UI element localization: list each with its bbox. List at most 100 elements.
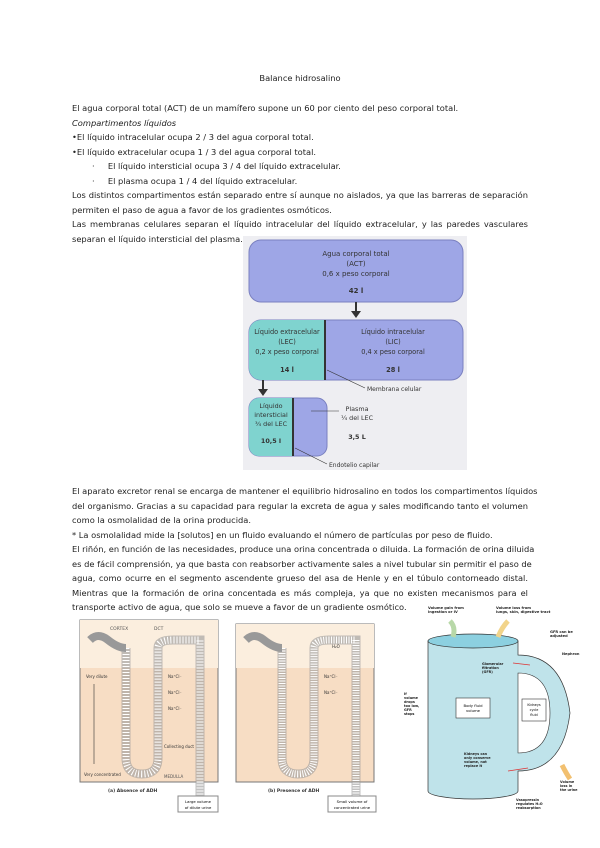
- body-fluid-label: Body fluid: [463, 703, 483, 708]
- interstitial-label: Líquido: [259, 402, 282, 410]
- paragraph-line: El agua corporal total (ACT) de un mamíf…: [72, 103, 459, 113]
- output-a-label-2: of dilute urine: [185, 805, 212, 810]
- flow-arrow-icon: [507, 767, 529, 772]
- paragraph-line: Los distintos compartimentos están separ…: [72, 190, 528, 200]
- sub-bullet-text: El líquido intersticial ocupa 3 / 4 del …: [107, 161, 341, 171]
- urine-label-3: the urine: [560, 788, 578, 792]
- medulla-label: MEDULLA: [164, 774, 184, 779]
- nacl-label: Na⁺Cl⁻: [324, 674, 338, 679]
- vasopressin-label: Vasopressin: [516, 798, 540, 802]
- bullet-item: •El líquido extracelular ocupa 1 / 3 del…: [72, 146, 317, 157]
- paragraph-line: Las membranas celulares separan el líqui…: [72, 219, 528, 229]
- lec-volume: 14 l: [280, 366, 294, 374]
- gain-label-2: ingestion or IV: [428, 610, 458, 614]
- cortex-label: CORTEX: [110, 626, 128, 632]
- paragraph-line: El riñón, en función de las necesidades,…: [72, 544, 535, 554]
- h2o-label: H₂O: [332, 644, 340, 649]
- lec-label: Líquido extracelular: [254, 328, 320, 336]
- vasopressin-label-3: reabsorption: [516, 806, 541, 810]
- lic-label: Líquido intracelular: [361, 328, 425, 336]
- act-abbr: (ACT): [346, 260, 366, 268]
- nacl-label: Na⁺Cl⁻: [168, 690, 182, 695]
- nephron-adh-figure: CORTEX DCT Na⁺Cl⁻ Na⁺Cl⁻ Na⁺Cl⁻ Very dil…: [79, 619, 377, 813]
- lic-abbr: (LIC): [385, 338, 400, 346]
- paragraph-line: permiten el paso de agua a favor de los …: [72, 204, 332, 215]
- filtration-label-3: (GFR): [482, 670, 493, 674]
- vasopressin-label-2: regulates H₂O: [516, 802, 543, 806]
- sub-bullet-text: El plasma ocupa 1 / 4 del líquido extrac…: [107, 175, 298, 186]
- loss-label: Volume loss from: [496, 606, 531, 610]
- lec-ratio: 0,2 x peso corporal: [255, 348, 319, 356]
- output-b-label-2: concentrated urine: [334, 805, 371, 810]
- act-ratio: 0,6 x peso corporal: [322, 270, 390, 278]
- urine-label-2: loss in: [560, 784, 573, 788]
- interstitial-ratio: ¾ del LEC: [255, 420, 288, 428]
- page-title: Balance hidrosalino: [259, 73, 341, 83]
- nacl-label: Na⁺Cl⁻: [324, 690, 338, 695]
- urine-arrow-icon: [559, 763, 573, 781]
- fluid-compartments-figure: Agua corporal total (ACT) 0,6 x peso cor…: [243, 236, 467, 470]
- gfr-label: GFR can be: [550, 630, 573, 634]
- act-label: Agua corporal total: [322, 250, 389, 258]
- lic-volume: 28 l: [386, 366, 400, 374]
- sub-bullet-item: · El plasma ocupa 1 / 4 del líquido extr…: [92, 175, 298, 186]
- nacl-label: Na⁺Cl⁻: [168, 706, 182, 711]
- membrane-label: Membrana celular: [367, 386, 422, 393]
- conserve-label: Kidneys can: [464, 752, 488, 756]
- arrow-down-icon: [258, 389, 268, 396]
- sub-bullet-item: · El líquido intersticial ocupa 3 / 4 de…: [92, 161, 341, 171]
- gain-label: Volume gain from: [428, 606, 464, 610]
- paragraph-line: como la osmolalidad de la orina producid…: [72, 515, 252, 525]
- plasma-label: Plasma: [345, 405, 368, 413]
- conserve-label-2: only conserve: [464, 756, 491, 760]
- drops-label-5: GFR: [404, 708, 412, 712]
- panel-absence-adh: CORTEX DCT Na⁺Cl⁻ Na⁺Cl⁻ Na⁺Cl⁻ Very dil…: [79, 619, 219, 813]
- drops-label-4: too low,: [404, 704, 419, 708]
- urine-label: Volume: [560, 780, 575, 784]
- outflow-arrow-icon: [495, 619, 510, 638]
- caption-b: (b) Presence of ADH: [268, 788, 320, 794]
- gfr-label-2: adjusted: [550, 634, 568, 638]
- filtration-label: Glomerular: [482, 662, 504, 666]
- plasma-volume: 3,5 L: [348, 433, 366, 441]
- lec-abbr: (LEC): [278, 338, 296, 346]
- filtration-label-2: filtration: [482, 666, 499, 670]
- bullet-item: •El líquido intracelular ocupa 2 / 3 del…: [72, 132, 314, 142]
- kidney-label-3: fluid: [530, 713, 537, 717]
- paragraph-line: separan el líquido intersticial del plas…: [72, 233, 243, 244]
- conserve-label-4: replace it: [464, 764, 483, 768]
- lic-ratio: 0,4 x peso corporal: [361, 348, 425, 356]
- drops-label-6: stops: [404, 712, 414, 716]
- flow-arrow-icon: [512, 662, 531, 666]
- plasma-ratio: ¼ del LEC: [341, 414, 374, 422]
- concentrated-label: Very concentrated: [84, 772, 121, 777]
- conserve-label-3: volume, not: [464, 760, 487, 764]
- loss-label-2: lungs, skin, digestive tract: [496, 610, 551, 614]
- drops-label-3: drops: [404, 700, 415, 704]
- drops-label-2: volume: [404, 696, 419, 700]
- arrow-down-icon: [351, 311, 361, 318]
- inflow-arrow-icon: [448, 619, 457, 638]
- panel-presence-adh: Na⁺Cl⁻ Na⁺Cl⁻ H₂O (b) Presence of ADH Sm…: [235, 623, 377, 813]
- interstitial-label-2: intersticial: [254, 411, 288, 419]
- act-volume: 42 l: [349, 287, 364, 295]
- nephron-label: Nephron: [562, 652, 580, 656]
- kidney-label: Kidneys: [527, 703, 541, 707]
- endothelium-label: Endotelio capilar: [329, 462, 380, 469]
- section-heading: Compartimentos líquidos: [72, 117, 177, 128]
- paragraph-line: del organismo. Gracias a su capacidad pa…: [72, 500, 528, 511]
- collecting-duct-label: Collecting duct: [164, 744, 194, 749]
- paragraph-line: El aparato excretor renal se encarga de …: [72, 486, 538, 496]
- interstitial-volume: 10,5 l: [261, 437, 281, 445]
- output-a-label: Large volume: [185, 799, 212, 804]
- body-fluid-jug-figure: Volume gain from ingestion or IV Volume …: [404, 606, 580, 810]
- output-b-label: Small volume of: [337, 799, 368, 804]
- nacl-label: Na⁺Cl⁻: [168, 674, 182, 679]
- caption-a: (a) Absence of ADH: [108, 788, 157, 794]
- dilute-label: Very dilute: [86, 674, 108, 679]
- footnote: * La osmolalidad mide la [solutos] en un…: [72, 529, 493, 540]
- paragraph-line: Mientras que la formación de orina conce…: [72, 587, 528, 598]
- drops-label: If: [404, 692, 407, 696]
- paragraph-line: transporte activo de agua, que solo se m…: [72, 602, 407, 612]
